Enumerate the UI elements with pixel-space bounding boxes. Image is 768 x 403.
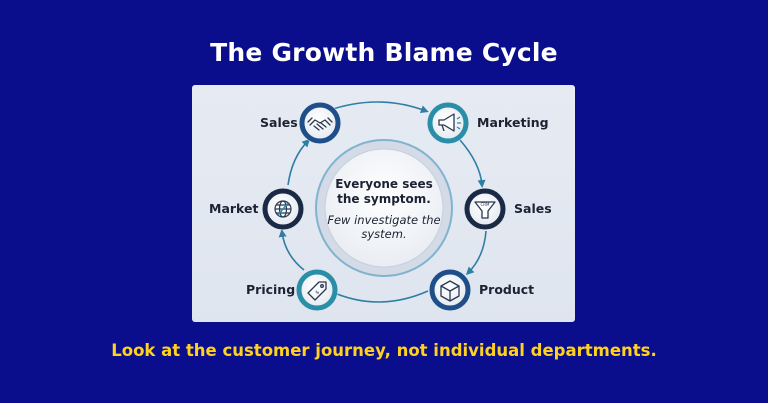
arrow-market-to-sales bbox=[287, 138, 311, 186]
node-label-product: Product bbox=[479, 282, 535, 297]
cycle-arrows bbox=[278, 101, 487, 303]
funnel-icon: CRM bbox=[474, 201, 496, 219]
arrow-sales-to-marketing bbox=[326, 101, 429, 113]
center-message: Everyone sees the symptom. Few investiga… bbox=[324, 177, 444, 241]
arrow-sales-to-product bbox=[465, 230, 487, 276]
box-icon bbox=[440, 280, 460, 302]
price-tag-icon: $ bbox=[307, 281, 327, 301]
node-pricing bbox=[296, 269, 338, 311]
node-label-sales-right: Sales bbox=[514, 201, 552, 216]
footer-callout: Look at the customer journey, not indivi… bbox=[111, 341, 657, 360]
arrow-product-to-pricing bbox=[327, 289, 429, 303]
node-label-market: Market bbox=[209, 201, 259, 216]
handshake-icon bbox=[307, 117, 333, 131]
center-headline: Everyone sees the symptom. bbox=[335, 177, 433, 206]
svg-text:CRM: CRM bbox=[480, 202, 490, 207]
center-circle bbox=[315, 139, 453, 277]
node-label-marketing: Marketing bbox=[477, 115, 549, 130]
cycle-graphic: CRM $ bbox=[262, 101, 506, 311]
arrow-marketing-to-sales bbox=[459, 139, 486, 188]
cycle-diagram: CRM $ Sales Marketing Sales Product Pric… bbox=[192, 85, 575, 322]
node-label-sales-top: Sales bbox=[260, 115, 298, 130]
megaphone-icon bbox=[438, 113, 461, 132]
arrow-pricing-to-market bbox=[278, 229, 305, 271]
center-subline: Few investigate the system. bbox=[327, 213, 441, 241]
node-label-pricing: Pricing bbox=[246, 282, 296, 297]
page-title: The Growth Blame Cycle bbox=[210, 38, 558, 67]
node-product bbox=[429, 269, 471, 311]
globe-icon bbox=[274, 200, 292, 218]
svg-text:$: $ bbox=[314, 289, 320, 295]
